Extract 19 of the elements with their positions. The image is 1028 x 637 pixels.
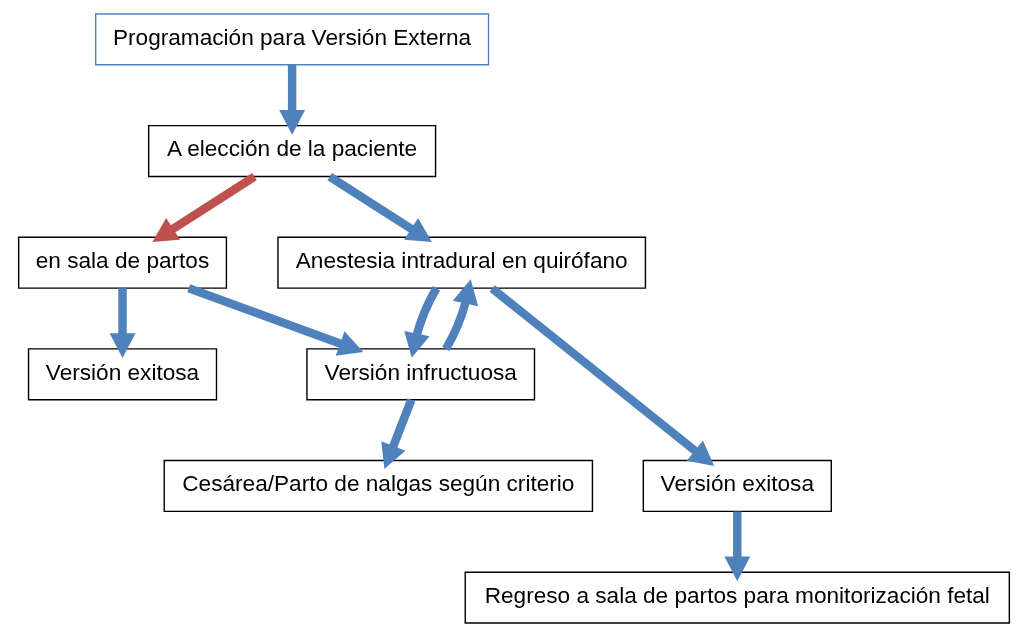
arrow [442,279,479,351]
arrow [279,64,306,135]
node-box: Cesárea/Parto de nalgas según criterio [163,459,594,513]
node-box: Versión exitosa [27,348,218,401]
arrow [327,173,432,243]
node-box: A elección de la paciente [147,124,437,178]
arrow [109,288,136,358]
arrow [404,286,441,358]
arrow [724,511,751,582]
arrow [489,285,715,467]
node-box: en sala de partos [17,236,228,289]
arrow [152,173,257,243]
node-box: Anestesia intradural en quirófano [277,236,647,289]
arrow [381,398,416,469]
node-box: Programación para Versión Externa [94,13,490,66]
node-box: Versión exitosa [642,459,832,513]
arrow [187,284,364,356]
node-box: Versión infructuosa [306,348,536,401]
node-box: Regreso a sala de partos para monitorización fetal [464,571,1011,624]
